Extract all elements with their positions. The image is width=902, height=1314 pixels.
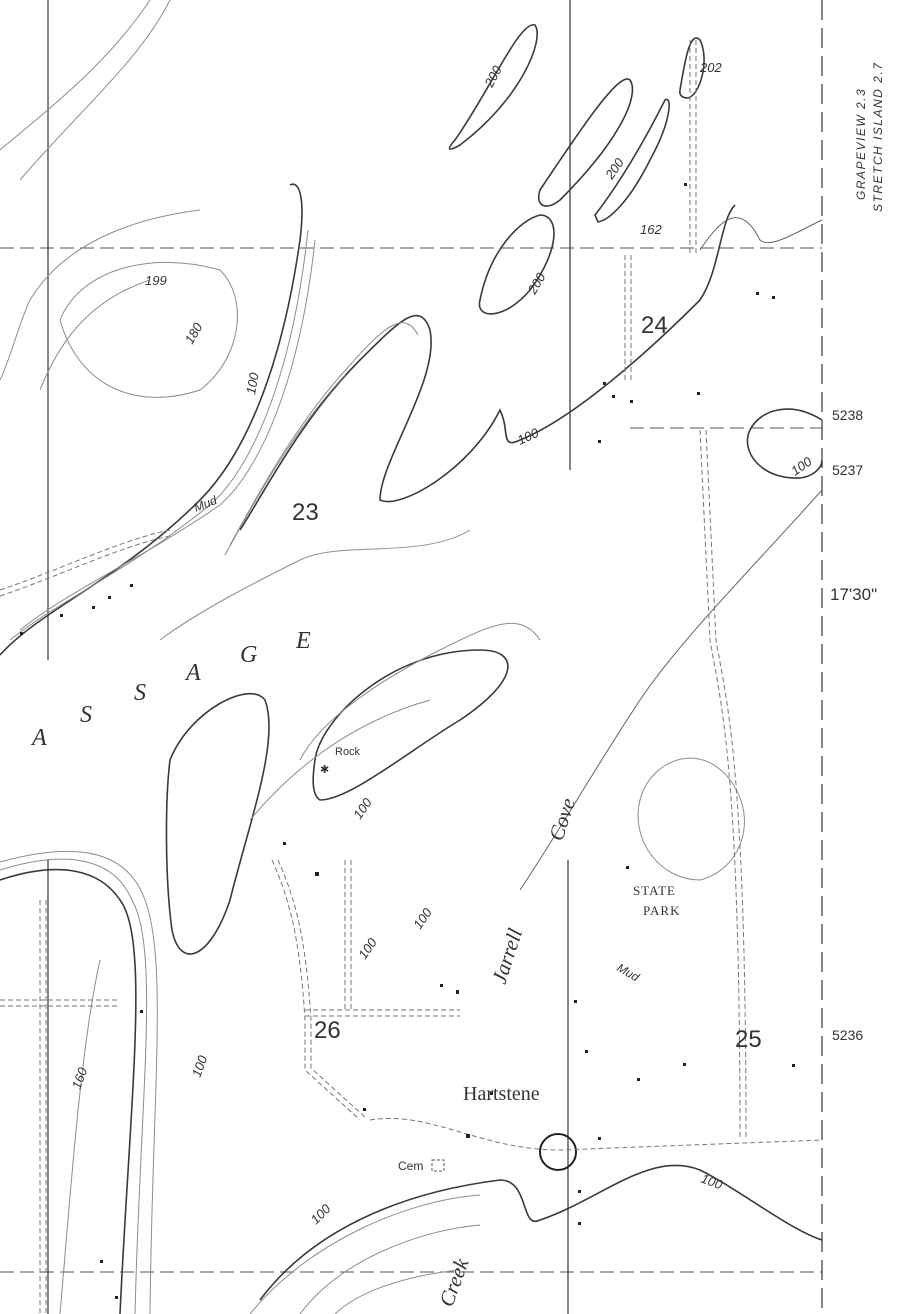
margin-road-label-2: STRETCH ISLAND 2.7 — [871, 62, 885, 212]
mud-label-south: Mud — [615, 960, 642, 984]
north-shore-contours — [0, 0, 823, 656]
margin-labels: GRAPEVIEW 2.3 STRETCH ISLAND 2.7 5238 17… — [830, 62, 885, 1043]
rock-symbol: ✱ — [320, 764, 329, 776]
water-body-name: A S S A G E — [30, 628, 311, 751]
elevation-label: 100 — [355, 935, 380, 962]
elevation-label: 100 — [699, 1171, 725, 1193]
elevation-label: 200 — [602, 155, 628, 183]
margin-road-label-1: GRAPEVIEW 2.3 — [854, 88, 868, 200]
buildings — [20, 183, 795, 1299]
creek-name: Creek — [434, 1254, 474, 1309]
elevation-label: 202 — [699, 60, 722, 75]
elevation-label: 100 — [243, 371, 262, 396]
elevation-label: 200 — [481, 63, 505, 91]
south-shore-contours — [0, 408, 823, 1314]
latitude-mark: 17'30" — [830, 585, 877, 604]
town-name: Hartstene — [463, 1083, 540, 1105]
elevation-label: 100 — [410, 905, 435, 932]
rock-label: Rock — [335, 746, 361, 758]
elevation-label: 162 — [640, 222, 662, 237]
elevation-labels: 199 180 200 200 200 202 162 100 100 100 … — [69, 60, 815, 1227]
water-letter-1: A — [30, 725, 47, 751]
cove-name-1: Jarrell — [487, 925, 527, 986]
park-name-1: STATE — [633, 883, 676, 898]
water-letter-5: G — [240, 642, 257, 668]
cemetery-label: Cem — [398, 1159, 423, 1173]
cove-name-2: Cove — [544, 795, 580, 843]
roads — [0, 40, 823, 1314]
cemetery-symbol — [431, 1159, 445, 1172]
section-25: 25 — [735, 1026, 762, 1053]
section-23: 23 — [292, 499, 319, 526]
elevation-label: 160 — [69, 1065, 91, 1091]
section-24: 24 — [641, 312, 668, 339]
northing-5236: 5236 — [832, 1027, 863, 1043]
place-names: Hartstene Jarrell Cove STATE PARK Creek … — [192, 493, 680, 1310]
park-name-2: PARK — [643, 903, 680, 918]
elevation-label: 180 — [182, 320, 206, 347]
water-letter-6: E — [295, 628, 311, 654]
water-letter-4: A — [184, 660, 201, 686]
section-numbers: 23 24 26 25 — [292, 312, 762, 1053]
water-letter-3: S — [134, 680, 146, 706]
northing-5237: 5237 — [832, 462, 863, 478]
elevation-label: 100 — [189, 1053, 211, 1079]
elevation-label: 100 — [350, 795, 375, 822]
grid-lines — [0, 0, 823, 1314]
water-letter-2: S — [80, 702, 92, 728]
elevation-label: 100 — [515, 425, 542, 448]
section-26: 26 — [314, 1017, 341, 1044]
northing-5238: 5238 — [832, 407, 863, 423]
elevation-label: 100 — [308, 1201, 334, 1227]
mud-label-north: Mud — [192, 493, 219, 515]
elevation-label: 199 — [145, 273, 167, 288]
